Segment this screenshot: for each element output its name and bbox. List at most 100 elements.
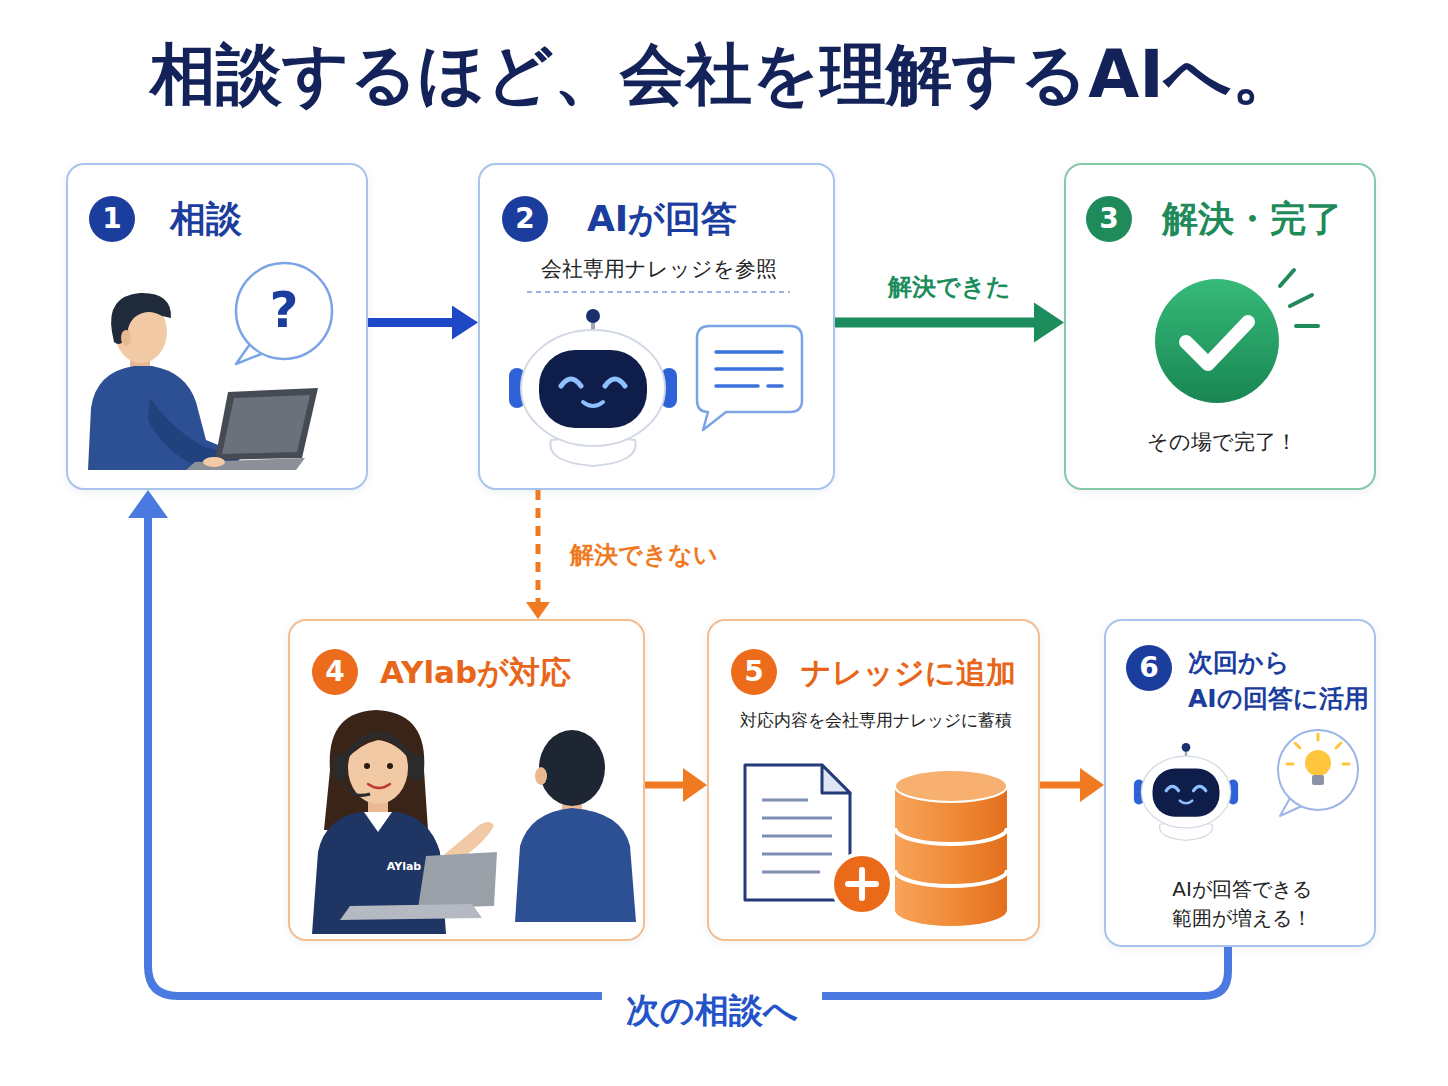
- staff-hand: [440, 822, 494, 872]
- arrow-head: [1080, 768, 1104, 802]
- process-box: 解決・完了その場で完了！3: [1064, 163, 1376, 490]
- sparkle-line: [1280, 270, 1294, 286]
- step-number: 6: [1126, 645, 1172, 691]
- arrow-head: [452, 306, 478, 340]
- person-illustration: [88, 263, 332, 470]
- laptop-display: [222, 395, 310, 454]
- bulb-base: [1312, 775, 1324, 785]
- laptop-base: [186, 458, 305, 470]
- box-heading: ナレッジに追加: [801, 653, 1037, 692]
- step-number: 4: [312, 649, 358, 695]
- bubble-tail: [1280, 798, 1302, 816]
- flow-arrow: [645, 768, 707, 802]
- step-number-circle: 4: [312, 649, 358, 695]
- plus-badge: [832, 854, 892, 914]
- step-number: 3: [1086, 196, 1132, 242]
- step-number-circle: 3: [1086, 196, 1132, 242]
- flow-arrow: [1040, 768, 1104, 802]
- plus-sign: [859, 870, 865, 898]
- speech-bubble: [236, 263, 332, 359]
- connector-line: [536, 490, 541, 605]
- staff-eye: [364, 763, 370, 769]
- staff-body: [312, 812, 446, 934]
- flow-arrow: [526, 490, 550, 619]
- edge-label: 解決できた: [888, 272, 1011, 301]
- document-line: [762, 817, 832, 820]
- staff-hair: [324, 710, 428, 830]
- edge-label: 次の相談へ: [602, 988, 822, 1033]
- flow-arrow: [128, 490, 1228, 996]
- chat-line: [716, 384, 758, 388]
- customer-body: [515, 808, 636, 922]
- edge-label: 解決できない: [570, 540, 718, 569]
- robot-icon: [1134, 743, 1238, 840]
- database-top: [895, 770, 1007, 802]
- person-face: [115, 301, 167, 363]
- person-arm: [148, 398, 238, 468]
- person-hand: [203, 457, 225, 467]
- thought-bubble: [1278, 730, 1358, 810]
- headset-ear: [409, 754, 423, 780]
- laptop-base: [340, 904, 482, 920]
- step-number-circle: 1: [89, 196, 135, 242]
- chat-line: [768, 384, 782, 388]
- headset-band: [340, 735, 416, 764]
- arrow-head: [128, 490, 168, 518]
- person-neck: [130, 352, 150, 374]
- robot-icon: [509, 309, 677, 466]
- customer-neck: [562, 798, 582, 816]
- box-heading: 次回から AIの回答に活用: [1188, 645, 1370, 716]
- headset-mic: [342, 780, 370, 795]
- laptop-screen: [215, 388, 318, 460]
- check-illustration: [1155, 270, 1318, 403]
- box-heading: AIが回答: [587, 196, 817, 243]
- plus-sign: [848, 881, 876, 887]
- knowledge-illustration: [745, 765, 1007, 926]
- process-box: AIが回答会社専用ナレッジを参照2: [478, 163, 835, 490]
- document-icon: [745, 765, 850, 900]
- staff-neck: [368, 795, 388, 817]
- bulb-ray: [1317, 734, 1320, 740]
- step-number-circle: 5: [731, 649, 777, 695]
- database-body: [895, 786, 1007, 926]
- connector-line: [368, 318, 455, 327]
- staff-collar: [364, 812, 392, 832]
- customer-head: [539, 730, 605, 806]
- bulb-ray: [1287, 763, 1293, 766]
- arrow-head: [1034, 303, 1064, 343]
- arrow-head: [526, 602, 550, 619]
- arrow-head: [683, 768, 707, 802]
- database-band: [895, 870, 1007, 886]
- process-box: AYlabが対応4: [288, 619, 645, 941]
- headset-ear: [333, 754, 347, 780]
- diagram-title: 相談するほど、会社を理解するAIへ。: [0, 35, 1448, 114]
- check-circle: [1155, 279, 1279, 403]
- chat-line: [716, 350, 782, 354]
- connector-line: [645, 782, 686, 789]
- box-description: 対応内容を会社専用ナレッジに蓄積: [709, 709, 1042, 731]
- document-line: [762, 871, 820, 874]
- step-number: 2: [502, 196, 548, 242]
- process-box: 次回から AIの回答に活用 AIが回答できる 範囲が増える！ 6: [1104, 619, 1376, 947]
- bulb-ray: [1336, 743, 1341, 748]
- chat-line: [716, 367, 782, 371]
- database-band: [895, 828, 1007, 844]
- laptop-lid: [418, 852, 497, 908]
- step-number: 1: [89, 196, 135, 242]
- check-mark: [1186, 322, 1248, 364]
- connector-line: [1040, 782, 1083, 789]
- person-body: [88, 366, 240, 470]
- box-description: AIが回答できる 範囲が増える！: [1122, 875, 1362, 933]
- staff-eye: [387, 763, 393, 769]
- customer-ear: [535, 767, 547, 785]
- sparkle-line: [1296, 324, 1318, 328]
- ai-learned-illustration: [1134, 730, 1358, 840]
- box-heading: 相談: [170, 196, 350, 243]
- person-hair: [111, 293, 171, 344]
- process-box: ナレッジに追加対応内容を会社専用ナレッジに蓄積 5: [707, 619, 1040, 941]
- document-line: [762, 799, 808, 802]
- document-line: [762, 835, 832, 838]
- step-number-circle: 2: [502, 196, 548, 242]
